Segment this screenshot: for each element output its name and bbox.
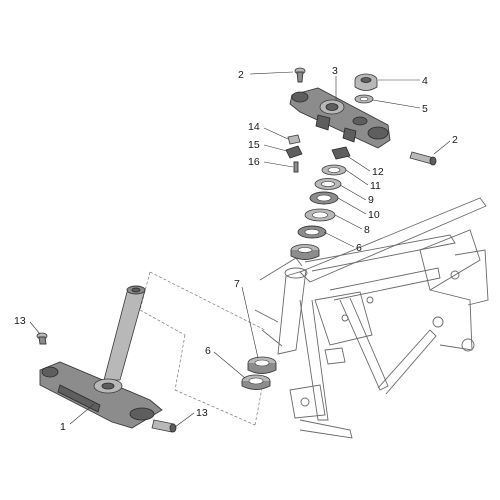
callout-8: 8 — [364, 224, 370, 236]
callout-13-left: 13 — [14, 315, 26, 327]
callout-2-top: 2 — [238, 69, 244, 81]
callout-13-bottom: 13 — [196, 407, 208, 419]
callouts: 2 3 4 5 2 14 15 16 12 11 9 10 8 6 7 6 13… — [14, 65, 458, 433]
cap-part-4 — [354, 73, 378, 91]
callout-1: 1 — [60, 421, 66, 433]
screw-part-2-right — [409, 151, 437, 166]
screw-part-13-left — [36, 332, 48, 345]
leader-lines — [29, 71, 451, 428]
clip-parts-14-15-16 — [285, 134, 303, 173]
callout-12: 12 — [372, 166, 384, 178]
callout-10: 10 — [368, 209, 380, 221]
callout-16: 16 — [248, 156, 260, 168]
assembly-guides — [139, 271, 266, 426]
upper-triple-clamp — [289, 87, 391, 149]
callout-3: 3 — [332, 65, 338, 77]
callout-11: 11 — [370, 180, 381, 192]
callout-6-top: 6 — [356, 242, 362, 254]
callout-5: 5 — [422, 103, 428, 115]
callout-4: 4 — [422, 75, 428, 87]
callout-15: 15 — [248, 139, 260, 151]
screw-part-13-bottom — [151, 419, 177, 433]
callout-9: 9 — [368, 194, 374, 206]
frame — [254, 197, 489, 439]
screw-part-2-top — [294, 67, 306, 83]
washer-part-5 — [354, 94, 374, 104]
lower-bearings — [241, 356, 277, 390]
callout-7: 7 — [234, 278, 240, 290]
callout-14: 14 — [248, 121, 260, 133]
lower-triple-clamp-stem — [39, 285, 163, 429]
callout-2-right: 2 — [452, 134, 458, 146]
bearing-stack — [290, 146, 351, 260]
callout-6-bottom: 6 — [205, 345, 211, 357]
